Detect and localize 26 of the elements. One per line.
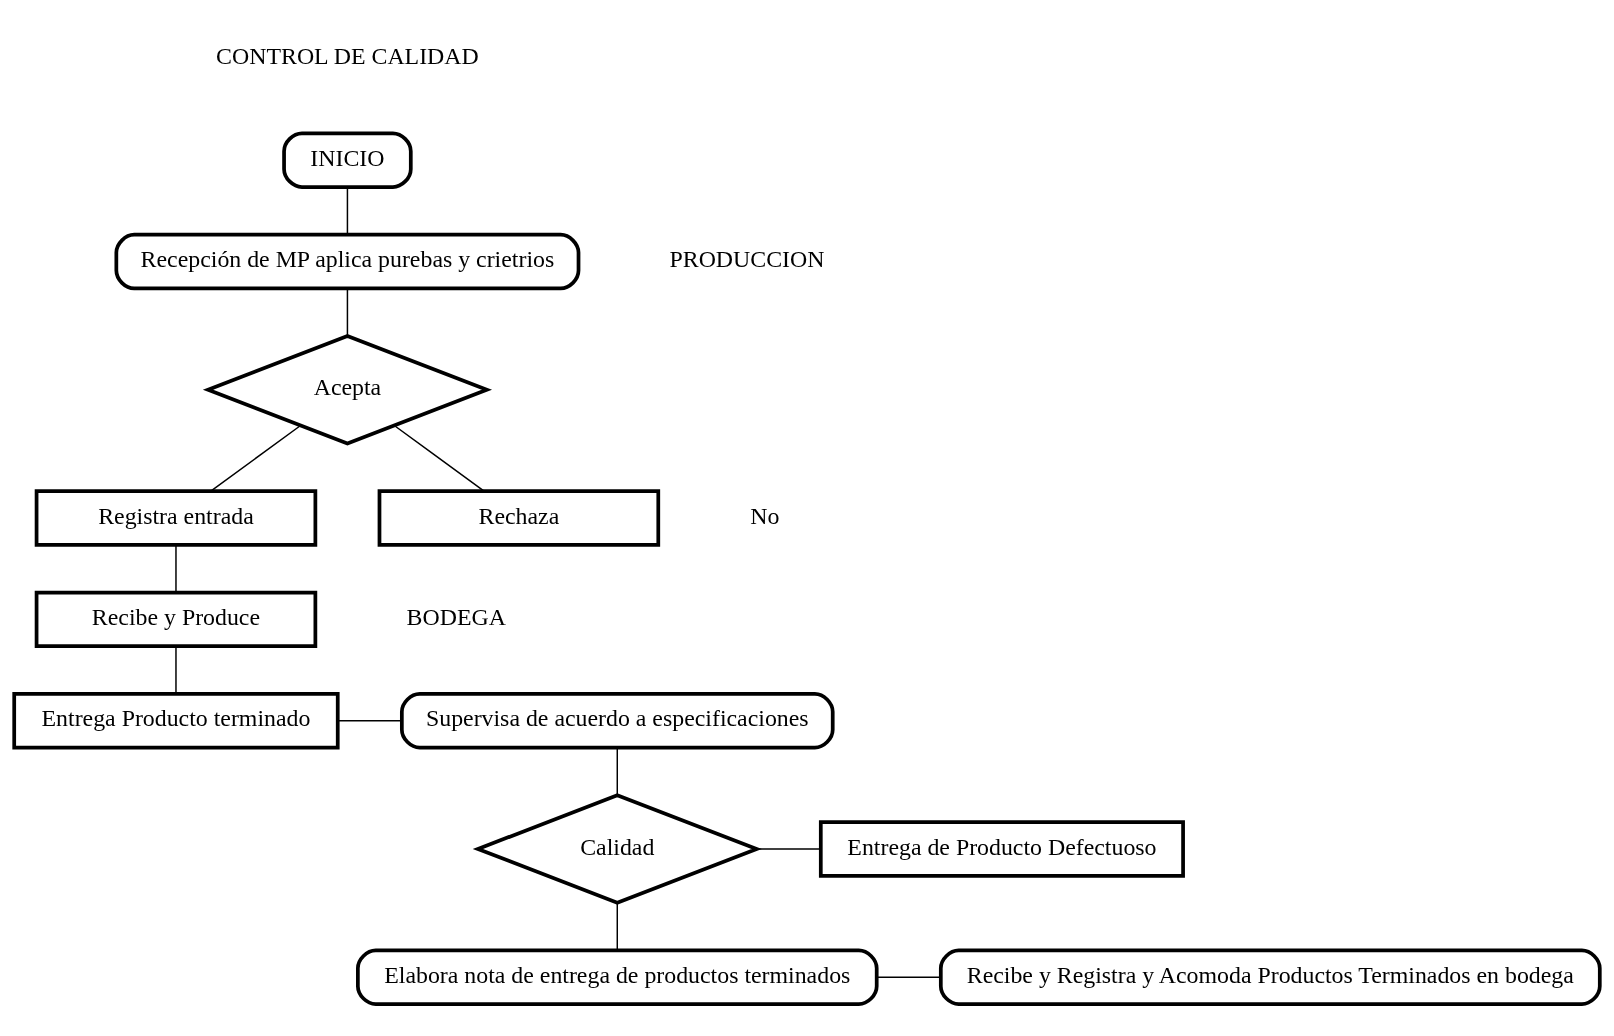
label: No: [750, 502, 780, 529]
connector: [175, 646, 177, 694]
connector: [616, 902, 619, 951]
label: BODEGA: [406, 604, 506, 631]
node-box: INICIO: [282, 131, 413, 189]
connector: [876, 976, 942, 978]
node-box: Entrega Producto terminado: [12, 692, 340, 750]
node-diamond: Acepta: [202, 334, 493, 446]
node-box: Entrega de Producto Defectuoso: [818, 820, 1185, 878]
connector: [756, 848, 822, 850]
label: PRODUCCION: [669, 246, 825, 273]
node-box: Supervisa de acuerdo a especificaciones: [400, 692, 835, 750]
node-box: Recibe y Registra y Acomoda Productos Terminados en bodega: [938, 948, 1602, 1006]
connector: [337, 720, 403, 722]
node-box: Registra entrada: [34, 489, 318, 547]
connector: [210, 424, 302, 492]
connector: [346, 186, 349, 235]
node-box: Rechaza: [377, 489, 661, 547]
connector: [393, 424, 485, 492]
node-box: Elabora nota de entrega de productos terminados: [356, 948, 879, 1006]
node-box: Recibe y Produce: [34, 590, 318, 649]
connector: [175, 544, 177, 593]
label: CONTROL DE CALIDAD: [216, 43, 479, 70]
node-box: Recepción de MP aplica purebas y crietrios: [114, 232, 581, 291]
connector: [616, 747, 619, 796]
connector: [346, 288, 349, 337]
